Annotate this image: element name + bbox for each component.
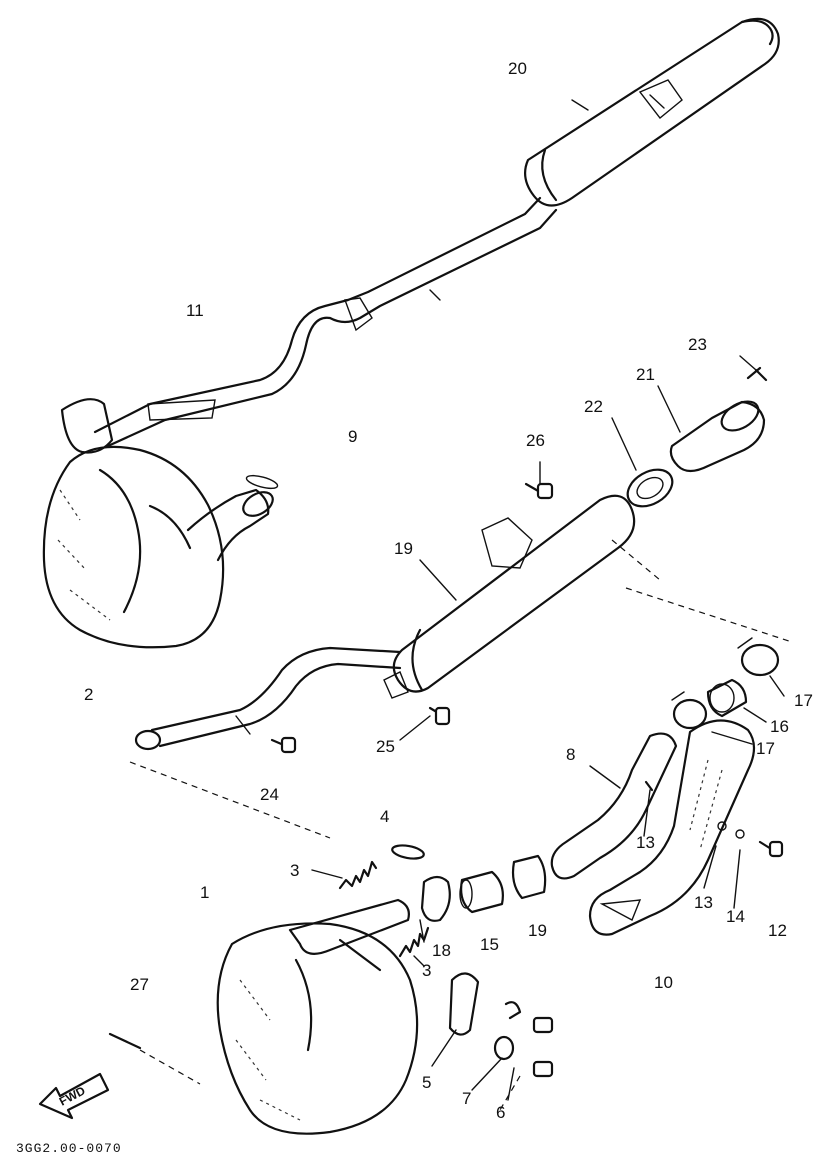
header-pipe-upper — [93, 196, 558, 448]
washer-7 — [493, 1035, 515, 1061]
spring-3-upper — [338, 860, 378, 890]
callout-9: 9 — [348, 427, 357, 446]
callout-3-lower: 3 — [422, 961, 431, 980]
callout-23: 23 — [688, 335, 707, 354]
bolt-26 — [524, 482, 554, 500]
sleeve-16 — [706, 678, 748, 718]
leader-lines — [311, 99, 785, 1101]
drawing-code: 3GG2.00-0070 — [16, 1141, 122, 1156]
callout-6: 6 — [496, 1103, 505, 1122]
callout-4: 4 — [380, 807, 389, 826]
callout-26: 26 — [526, 431, 545, 450]
gasket-4 — [391, 844, 425, 860]
cylinder-upper — [42, 398, 279, 649]
heat-protector-10 — [588, 719, 756, 936]
callout-18: 18 — [432, 941, 451, 960]
cylinder-lower-1 — [108, 898, 419, 1135]
callout-15: 15 — [480, 935, 499, 954]
callout-25: 25 — [376, 737, 395, 756]
callout-13-upper: 13 — [636, 833, 655, 852]
callout-8: 8 — [566, 745, 575, 764]
callout-19-lower: 19 — [528, 921, 547, 940]
joint-pipe-8 — [550, 732, 678, 880]
washer-13 — [717, 821, 745, 839]
clamp-19 — [511, 854, 547, 900]
upper-assembly — [42, 17, 780, 649]
callout-19-upper: 19 — [394, 539, 413, 558]
callout-5: 5 — [422, 1073, 431, 1092]
sleeve-15 — [459, 870, 504, 914]
callout-17-upper: 17 — [794, 691, 813, 710]
nut-6 — [504, 1001, 554, 1078]
callout-20: 20 — [508, 59, 527, 78]
clamp-17-lower — [671, 691, 708, 730]
callout-11: 11 — [186, 301, 204, 320]
callout-22: 22 — [584, 397, 603, 416]
callout-17-lower: 17 — [756, 739, 775, 758]
callout-12: 12 — [768, 921, 787, 940]
muffler-upper — [523, 17, 780, 207]
bolt-12 — [758, 840, 784, 858]
callout-3-upper: 3 — [290, 861, 299, 880]
callout-7: 7 — [462, 1089, 471, 1108]
callout-14: 14 — [726, 907, 745, 926]
middle-assembly — [129, 366, 793, 839]
callout-27: 27 — [130, 975, 149, 994]
fwd-arrow: FWD — [38, 1072, 110, 1120]
callout-1: 1 — [200, 883, 209, 902]
callout-16: 16 — [770, 717, 789, 736]
callout-numbers: 20 11 23 21 22 26 9 19 2 17 16 17 25 8 2… — [84, 59, 813, 1122]
callout-13-lower: 13 — [694, 893, 713, 912]
callout-21: 21 — [636, 365, 655, 384]
lower-assembly — [108, 844, 554, 1135]
pipe-lower-24 — [134, 646, 402, 751]
fwd-label: FWD — [57, 1083, 88, 1108]
callout-2: 2 — [84, 685, 93, 704]
clamp-17-upper — [737, 637, 780, 677]
plate-5 — [448, 972, 480, 1036]
bolt-24 — [270, 736, 297, 754]
bolt-25 — [428, 706, 451, 726]
callout-24: 24 — [260, 785, 279, 804]
gasket-18 — [420, 875, 451, 922]
callout-10: 10 — [654, 973, 673, 992]
end-cap-21 — [669, 366, 768, 473]
gasket-22 — [626, 468, 674, 508]
muffler-19 — [383, 494, 636, 699]
right-parts — [550, 637, 784, 936]
